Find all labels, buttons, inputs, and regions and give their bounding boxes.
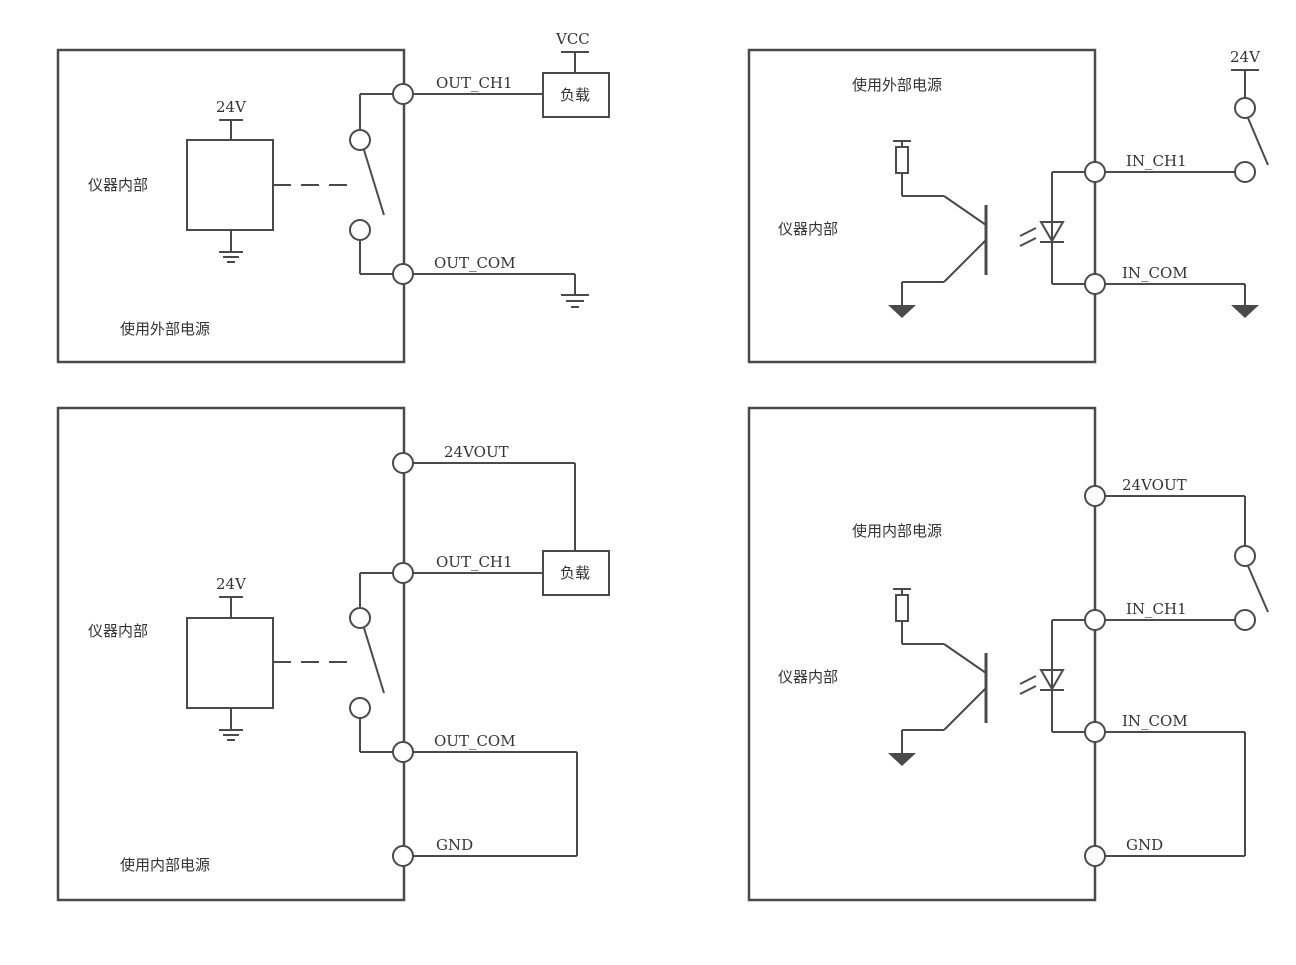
terminal-in-com (1084, 721, 1106, 743)
ground-icon (219, 729, 243, 741)
coil-supply-label: 24V (216, 98, 247, 116)
terminal-24vout (392, 452, 414, 474)
coil-supply-label: 24V (216, 575, 247, 593)
terminal-in-ch1 (1084, 161, 1106, 183)
ground-icon (1231, 305, 1259, 318)
instrument-box (56, 406, 406, 902)
24vout-label: 24VOUT (1122, 476, 1187, 494)
panel-opto-input-internal: 使用内部电源 仪器内部 24VOUT (747, 406, 1269, 902)
gnd-label: GND (436, 836, 473, 854)
phototransistor-icon (888, 140, 988, 318)
internal-label: 仪器内部 (778, 220, 838, 238)
terminal-out-ch1 (392, 562, 414, 584)
relay-coil: 24V (186, 98, 352, 263)
terminal-gnd (392, 845, 414, 867)
switch-contact (1234, 161, 1256, 183)
terminal-in-com (1084, 273, 1106, 295)
out-ch1-label: OUT_CH1 (436, 553, 513, 571)
instrument-box (747, 48, 1097, 364)
switch-lever-icon (1247, 117, 1269, 166)
instrument-box (56, 48, 406, 364)
in-com-label: IN_COM (1122, 712, 1188, 730)
in-ch1-label: IN_CH1 (1126, 152, 1187, 170)
vcc-label: VCC (555, 30, 590, 48)
in-com-label: IN_COM (1122, 264, 1188, 282)
relay-contact-icon (349, 93, 403, 275)
panel-opto-input-external: 使用外部电源 仪器内部 IN_CH1 (747, 48, 1269, 364)
terminal-out-com (392, 741, 414, 763)
panel-relay-output-internal: 仪器内部 使用内部电源 24V 24 (56, 406, 610, 902)
ground-icon (561, 294, 589, 308)
power-caption: 使用外部电源 (120, 320, 210, 338)
load-label: 负载 (560, 86, 590, 104)
terminal-out-ch1 (392, 83, 414, 105)
power-caption: 使用内部电源 (120, 856, 210, 874)
power-caption: 使用外部电源 (852, 76, 942, 94)
terminal-in-ch1 (1084, 609, 1106, 631)
relay-contact-icon (349, 572, 403, 753)
24vout-label: 24VOUT (444, 443, 509, 461)
load-label: 负载 (560, 564, 590, 582)
internal-label: 仪器内部 (88, 622, 148, 640)
power-caption: 使用内部电源 (852, 522, 942, 540)
internal-label: 仪器内部 (88, 176, 148, 194)
out-ch1-label: OUT_CH1 (436, 74, 513, 92)
led-icon (1019, 171, 1095, 285)
panel-relay-output-external: 仪器内部 使用外部电源 24V OU (56, 30, 610, 364)
out-com-label: OUT_COM (434, 732, 516, 750)
switch-contact (1234, 545, 1256, 567)
switch-lever-icon (1247, 565, 1269, 613)
supply-label: 24V (1230, 48, 1261, 66)
led-icon (1019, 619, 1095, 733)
internal-label: 仪器内部 (778, 668, 838, 686)
switch-contact (1234, 97, 1256, 119)
in-ch1-label: IN_CH1 (1126, 600, 1187, 618)
instrument-box (747, 406, 1097, 902)
phototransistor-icon (888, 588, 988, 766)
gnd-label: GND (1126, 836, 1163, 854)
terminal-24vout (1084, 485, 1106, 507)
ground-icon (219, 251, 243, 263)
switch-contact (1234, 609, 1256, 631)
relay-coil: 24V (186, 575, 352, 741)
terminal-out-com (392, 263, 414, 285)
out-com-label: OUT_COM (434, 254, 516, 272)
terminal-gnd (1084, 845, 1106, 867)
